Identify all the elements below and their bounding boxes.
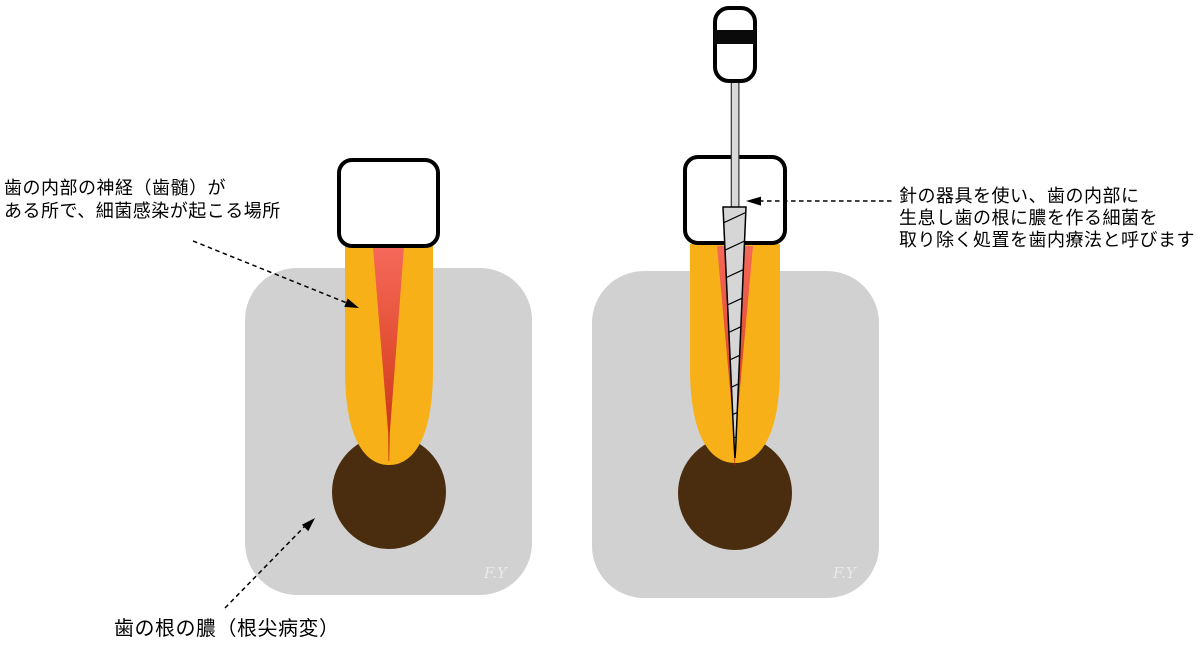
- abscess-arrowhead: [301, 518, 315, 532]
- pulp-infection-label-line1: 歯の内部の神経（歯髄）が: [4, 178, 226, 198]
- pulp-arrow-line: [192, 240, 348, 304]
- pulp-arrowhead: [344, 298, 359, 308]
- root-abscess-label: 歯の根の膿（根尖病変）: [114, 618, 340, 640]
- watermark-signature-right: F.Y: [832, 564, 858, 582]
- file-arrowhead: [746, 196, 761, 206]
- treatment-tooth-figure: F.Y: [592, 6, 879, 598]
- endodontic-file-blade: [722, 206, 747, 459]
- annotation-arrows: [192, 200, 893, 609]
- apical-abscess-circle-right: [678, 436, 792, 550]
- treatment-label-line3: 取り除く処置を歯内療法と呼びます: [899, 230, 1195, 250]
- file-shaft: [730, 80, 740, 211]
- file-handle: [713, 6, 757, 83]
- treatment-description-label: 針の器具を使い、歯の内部に 生息し歯の根に膿を作る細菌を 取り除く処置を歯内療法…: [899, 185, 1195, 251]
- apical-abscess-circle: [332, 435, 446, 549]
- pulp-infection-label-line2: ある所で、細菌感染が起こる場所: [4, 201, 281, 221]
- treatment-label-line1: 針の器具を使い、歯の内部に: [899, 186, 1140, 206]
- watermark-signature-left: F.Y: [483, 564, 509, 582]
- tooth-crown-left: [337, 158, 440, 248]
- abscess-arrow-line: [224, 524, 307, 609]
- pulp-infection-label: 歯の内部の神経（歯髄）が ある所で、細菌感染が起こる場所: [4, 177, 281, 223]
- treatment-label-line2: 生息し歯の根に膿を作る細菌を: [899, 208, 1158, 228]
- file-handle-band: [714, 30, 756, 44]
- infected-pulp-nerve: [373, 247, 404, 461]
- annotation-arrowheads: [301, 196, 761, 532]
- diseased-tooth-figure: F.Y: [245, 158, 532, 595]
